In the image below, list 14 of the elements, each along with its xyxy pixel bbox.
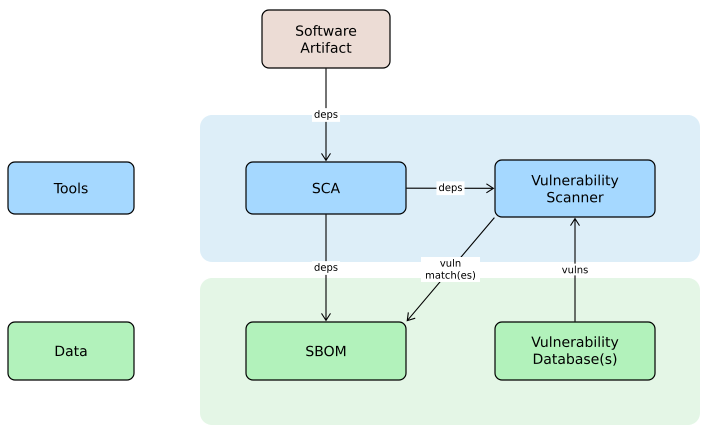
edge-label: deps [312, 261, 340, 275]
process-box: Data [7, 321, 135, 381]
arrow [321, 214, 331, 322]
edge-label: vuln match(es) [421, 257, 480, 282]
edge-label: vulns [560, 264, 590, 276]
process-box: SBOM [245, 321, 407, 381]
process-box: SCA [245, 161, 407, 215]
process-box: Tools [7, 161, 135, 215]
process-box: Software Artifact [261, 9, 391, 69]
arrow [570, 218, 580, 322]
edge-label: deps [312, 108, 340, 122]
process-box: Vulnerability Database(s) [494, 321, 656, 381]
arrow [321, 68, 331, 162]
process-box: Vulnerability Scanner [494, 159, 656, 218]
